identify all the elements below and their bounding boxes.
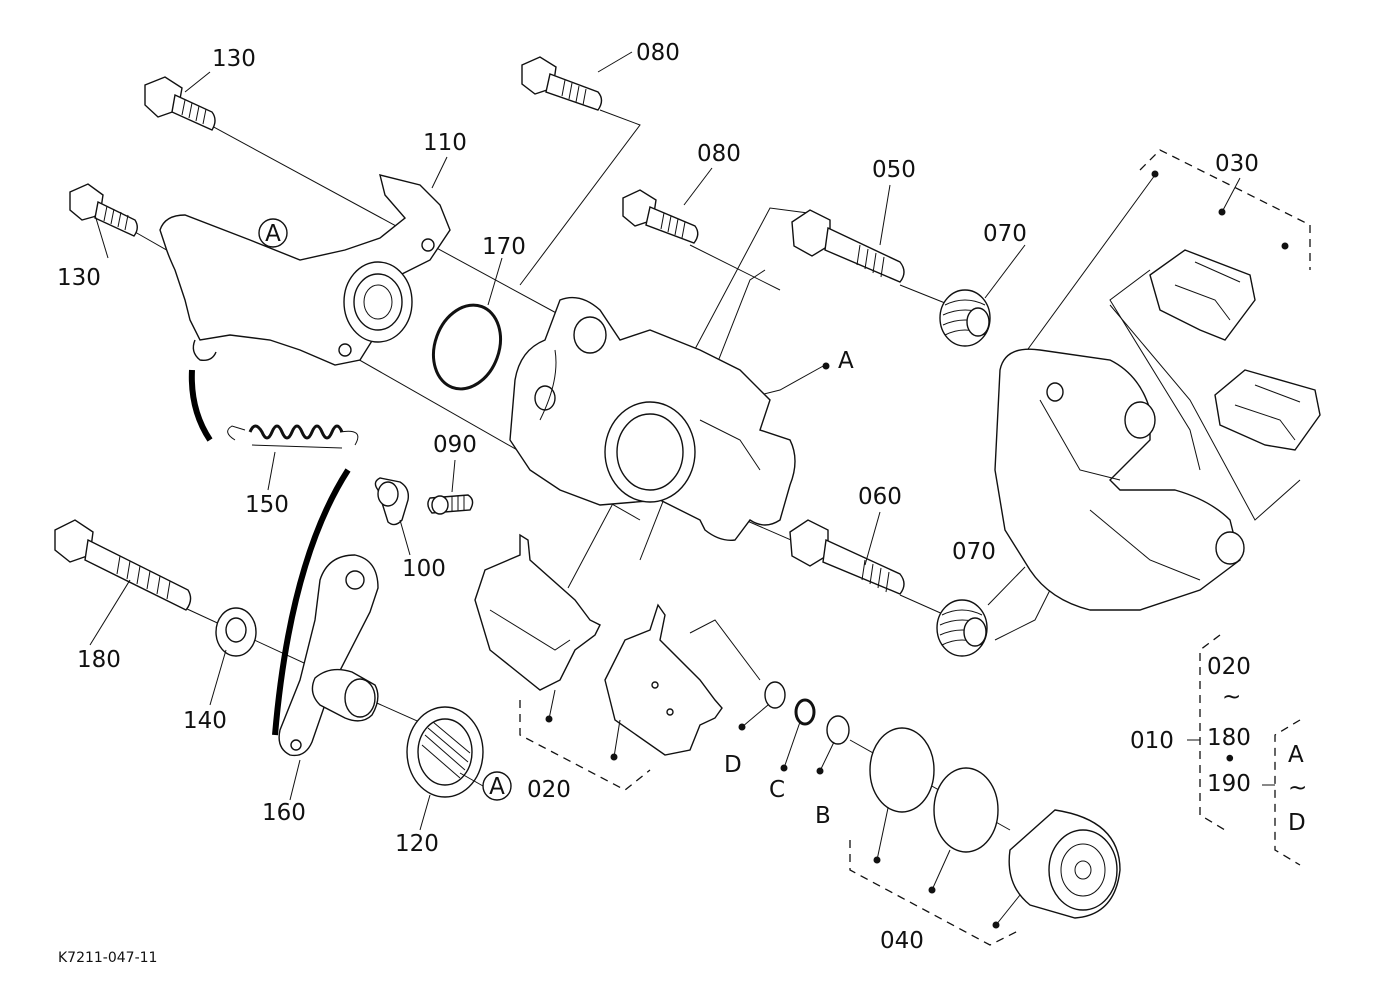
callout-050: 050 — [872, 157, 916, 183]
key-D: D — [1288, 810, 1306, 836]
callout-030: 030 — [1215, 151, 1259, 177]
callout-080-mid: 080 — [697, 141, 741, 167]
circle-marker-A-bottom: A — [459, 771, 512, 801]
action-arc-upper — [188, 369, 213, 442]
circle-marker-A-bottom-label: A — [489, 774, 505, 800]
point-label-A: A — [838, 348, 854, 374]
callout-020: 020 — [527, 777, 571, 803]
cap-120 — [406, 706, 484, 798]
letter-D: D — [724, 752, 742, 778]
callout-070-top: 070 — [983, 221, 1027, 247]
ring-D — [764, 681, 786, 709]
key-010: 010 — [1130, 728, 1174, 754]
brake-pad-020-front — [474, 533, 601, 691]
key-tilde-1: ~ — [1222, 684, 1241, 710]
caliper-body — [509, 296, 796, 541]
callout-100: 100 — [402, 556, 446, 582]
piston-040 — [1008, 809, 1121, 919]
boot-070-bottom — [936, 599, 988, 657]
callout-180: 180 — [77, 647, 121, 673]
callout-130-top: 130 — [212, 46, 256, 72]
bolt-080-mid — [622, 189, 699, 244]
callout-160: 160 — [262, 800, 306, 826]
callout-130-left: 130 — [57, 265, 101, 291]
letter-C: C — [769, 777, 785, 803]
callout-170: 170 — [482, 234, 526, 260]
brake-pad-020-back — [604, 603, 723, 756]
pad-clip-030-upper — [1149, 249, 1256, 341]
boot-070-top — [939, 289, 991, 347]
action-arc-lower — [272, 468, 351, 736]
guide-pin-060 — [789, 519, 905, 595]
reference-code: K7211-047-11 — [58, 950, 157, 966]
callout-080-top: 080 — [636, 40, 680, 66]
leader-dots — [545, 170, 1289, 929]
circle-marker-A-top-label: A — [265, 221, 281, 247]
callout-120: 120 — [395, 831, 439, 857]
bolt-130-left — [69, 183, 138, 237]
callout-150: 150 — [245, 492, 289, 518]
key-190: 190 — [1207, 771, 1251, 797]
ring-B — [826, 715, 850, 745]
bracket-110 — [159, 174, 451, 366]
key-020: 020 — [1207, 654, 1251, 680]
lever-160 — [278, 554, 379, 757]
key-A: A — [1288, 742, 1304, 768]
callout-110: 110 — [423, 130, 467, 156]
ring-C — [794, 698, 816, 726]
o-ring-170 — [432, 303, 502, 391]
bleeder-100 — [374, 477, 410, 526]
callout-060: 060 — [858, 484, 902, 510]
callout-leaders — [89, 51, 1241, 831]
seal-040-outer — [869, 727, 935, 813]
key-180: 180 — [1207, 725, 1251, 751]
callout-labels: 130 130 110 170 080 080 050 070 030 A 09… — [57, 40, 1259, 954]
washer-140 — [215, 607, 257, 657]
spring-150 — [227, 424, 359, 449]
circle-marker-A-top: A — [258, 218, 288, 248]
callout-140: 140 — [183, 708, 227, 734]
bolt-180 — [54, 519, 192, 611]
callout-070-bottom: 070 — [952, 539, 996, 565]
assembly-key: 010 020 ~ 180 • 190 A ~ D — [1130, 654, 1307, 836]
caliper-housing — [994, 348, 1245, 611]
key-tilde-2: ~ — [1288, 775, 1307, 801]
letter-B: B — [815, 803, 831, 829]
bolt-080-top — [521, 56, 603, 111]
seal-040-inner — [933, 767, 999, 853]
guide-pin-050 — [791, 209, 905, 283]
bolt-130-top — [144, 76, 216, 131]
key-dot: • — [1223, 747, 1237, 773]
pad-clip-030-lower — [1214, 369, 1321, 451]
callout-090: 090 — [433, 432, 477, 458]
callout-040: 040 — [880, 928, 924, 954]
bleeder-screw-090 — [427, 494, 474, 515]
